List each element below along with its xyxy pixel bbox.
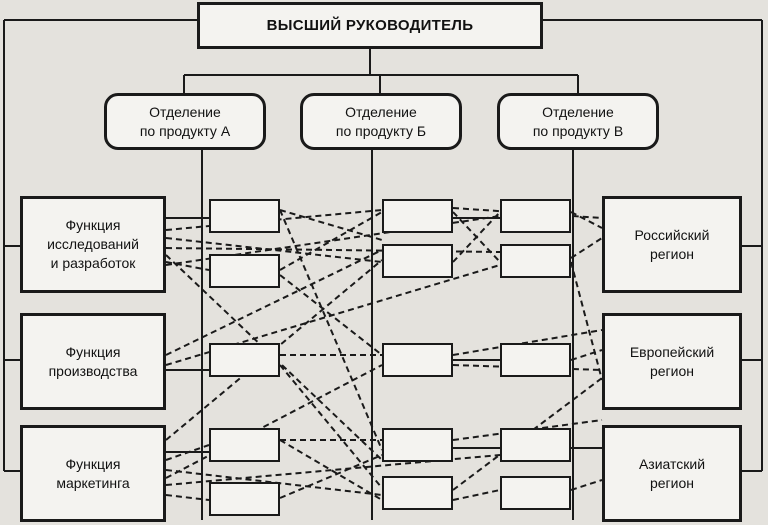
cross-link-line [279,209,383,241]
region-asia-line1: Азиатский [638,455,706,472]
cross-link-line [570,349,603,361]
division-a-label-line1: Отделение [149,103,221,120]
region-europe-line1: Европейский [629,343,715,360]
cross-link-line [452,211,501,263]
cross-link-line [570,237,603,259]
unit-a-2 [209,254,280,288]
function-production-line2: производства [48,362,138,379]
unit-a-5 [209,482,280,516]
region-asia-line2: регион [649,474,694,491]
function-rnd-line3: и разработок [50,255,136,271]
cross-link-line [570,211,603,229]
unit-b-4 [382,428,453,462]
cross-link-line [165,469,383,496]
cross-link-line [452,489,501,501]
cross-link-line [165,264,501,366]
division-b-label-line1: Отделение [345,103,417,120]
unit-b-5 [382,476,453,510]
region-asia-box: Азиатский регион [602,425,742,522]
cross-link-line [165,261,210,271]
division-v-label-line2: по продукту В [532,122,624,139]
region-europe-box: Европейский регион [602,313,742,410]
unit-a-1 [209,199,280,233]
division-a-box: Отделение по продукту А [104,93,266,150]
region-russia-box: Российский регион [602,196,742,293]
cross-link-line [165,247,501,253]
cross-link-line [279,364,383,489]
division-b-label-line2: по продукту Б [335,122,427,139]
cross-link-line [570,479,603,491]
function-rnd-line2: исследований [47,236,139,252]
cross-link-line [165,494,210,501]
function-marketing-line1: Функция [65,455,121,472]
cross-link-line [165,454,501,486]
cross-link-line [279,454,383,499]
cross-link-line [165,444,210,461]
cross-link-line [279,274,383,356]
function-rnd-line1: Функция [65,217,121,233]
function-rnd-box: Функция исследований и разработок [20,196,166,293]
function-marketing-line2: маркетинга [56,474,130,491]
unit-v-5 [500,476,571,510]
unit-b-1 [382,199,453,233]
function-production-box: Функция производства [20,313,166,410]
function-production-line1: Функция [65,343,121,360]
top-manager-label: ВЫСШИЙ РУКОВОДИТЕЛЬ [266,17,474,34]
unit-a-3 [209,343,280,377]
unit-b-3 [382,343,453,377]
region-russia-line2: регион [649,245,694,262]
cross-link-line [165,237,383,263]
function-marketing-box: Функция маркетинга [20,425,166,522]
cross-link-line [279,209,383,451]
top-manager-box: ВЫСШИЙ РУКОВОДИТЕЛЬ [197,2,543,49]
cross-link-line [570,261,603,381]
division-v-label-line1: Отделение [542,103,614,120]
division-v-box: Отделение по продукту В [497,93,659,150]
cross-link-line [165,364,383,479]
unit-v-1 [500,199,571,233]
unit-v-4 [500,428,571,462]
unit-v-2 [500,244,571,278]
unit-v-3 [500,343,571,377]
division-b-box: Отделение по продукту Б [300,93,462,150]
cross-link-line [165,209,383,231]
division-a-label-line2: по продукту А [139,122,231,139]
unit-b-2 [382,244,453,278]
unit-a-4 [209,428,280,462]
cross-link-line [165,249,383,356]
region-russia-line1: Российский [634,226,710,243]
cross-link-line [452,329,603,356]
region-europe-line2: регион [649,362,695,379]
